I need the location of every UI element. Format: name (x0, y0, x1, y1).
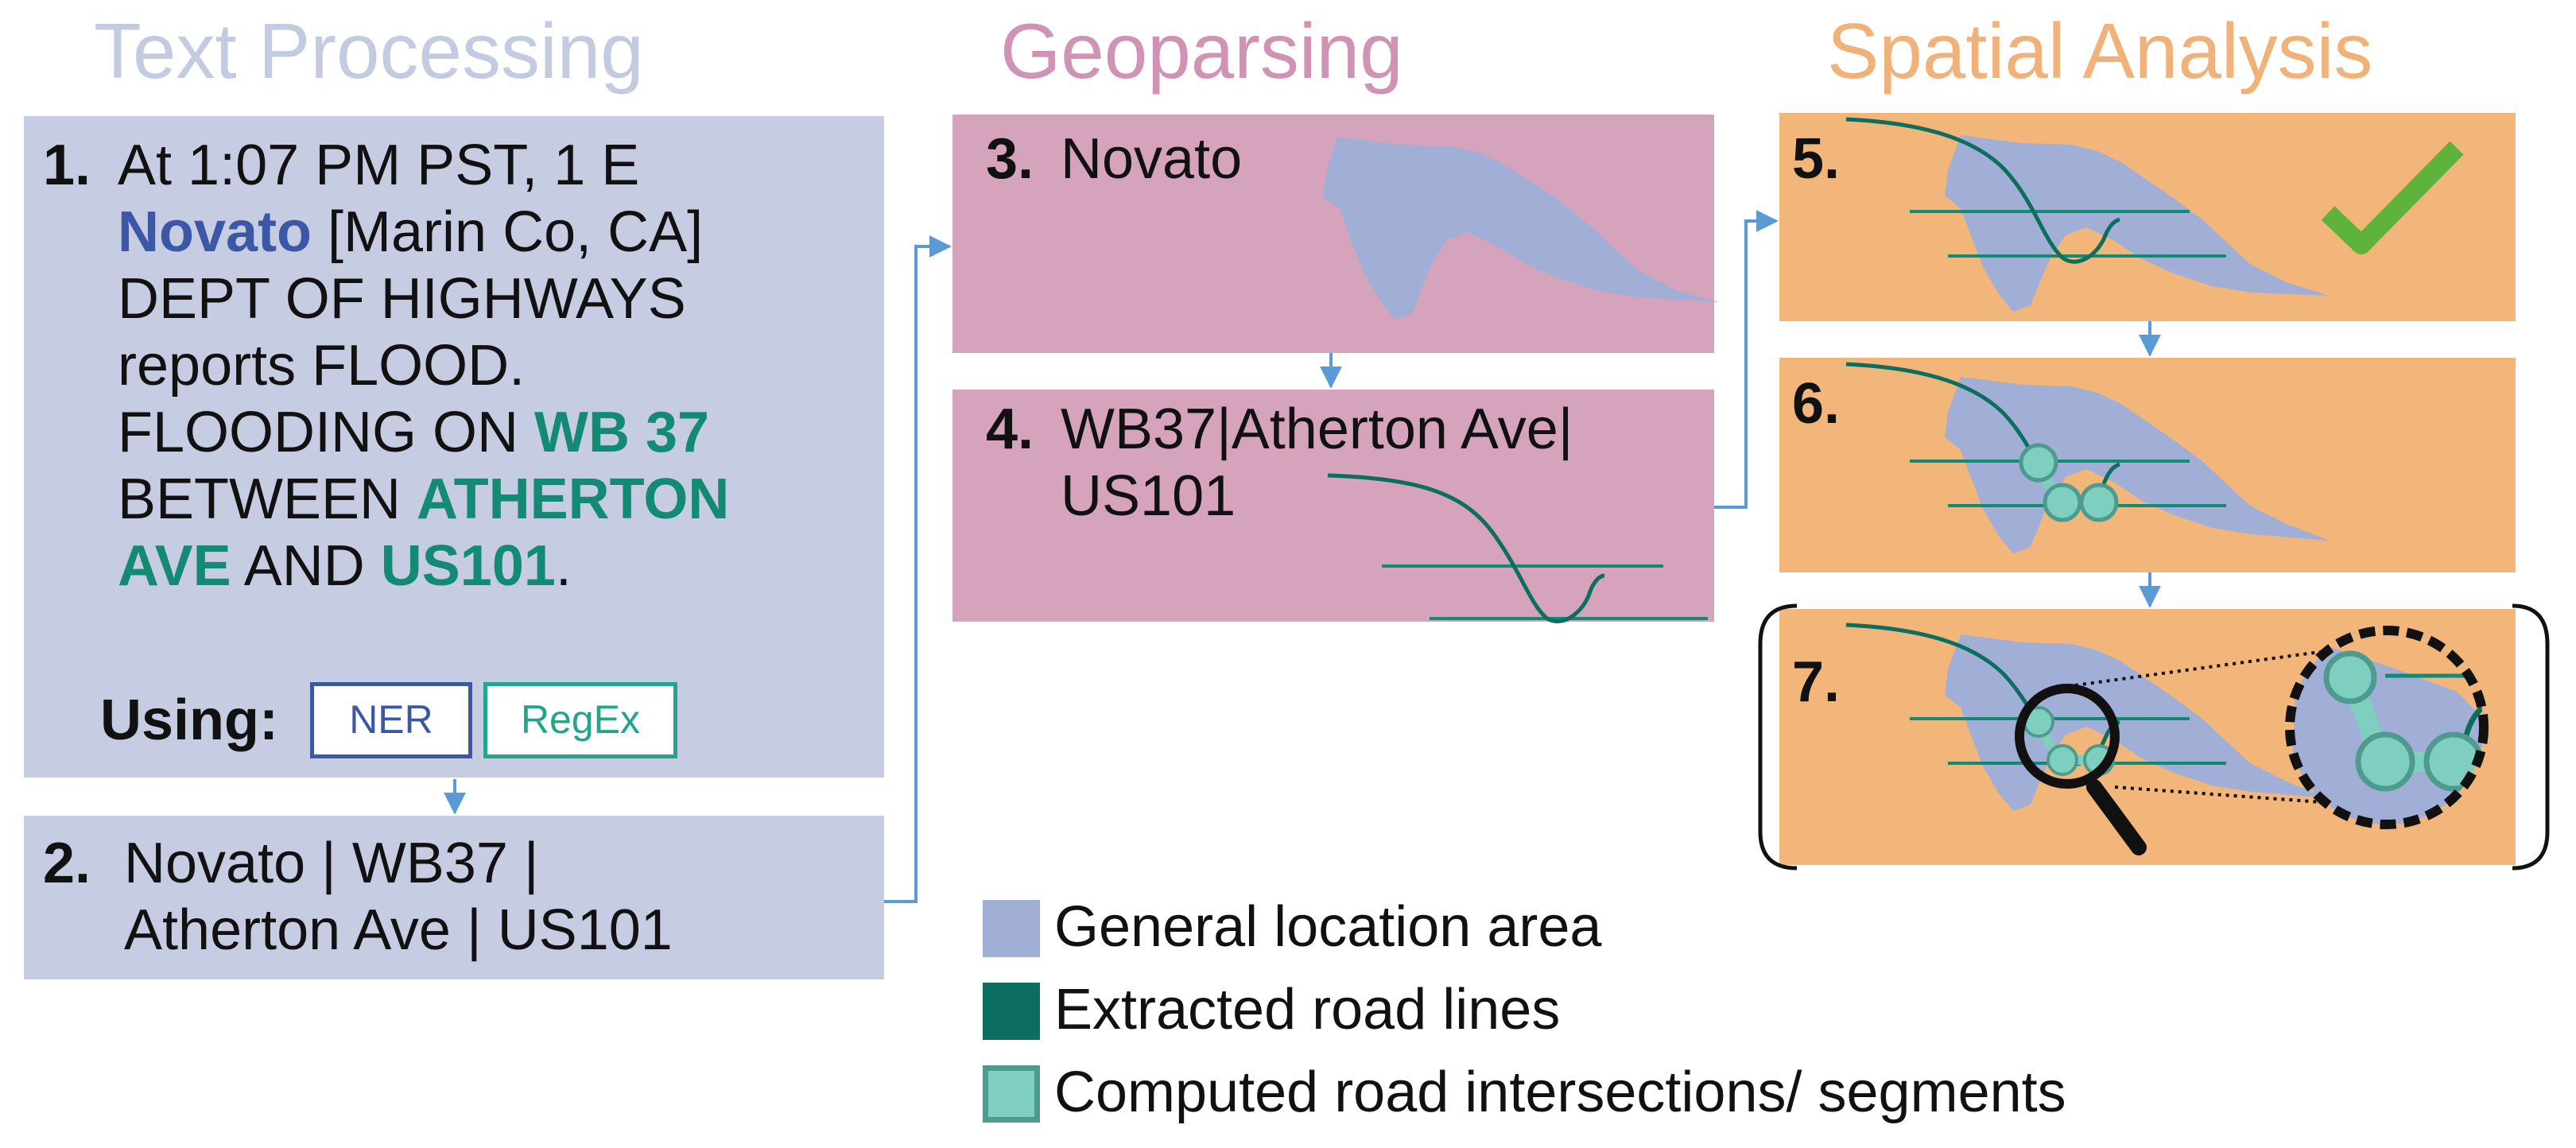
step-4-line-1: WB37|Atherton Ave| (1061, 398, 1573, 461)
legend-label-area: General location area (1054, 895, 1602, 959)
zoom-connector-top (2074, 650, 2321, 687)
step-1-raw-report-box: 1. At 1:07 PM PST, 1 E Novato [Marin Co,… (24, 116, 884, 778)
step-3-number: 3. (986, 127, 1034, 191)
legend-label-road: Extracted road lines (1054, 978, 1561, 1041)
intersection-swatch-icon (983, 1065, 1040, 1123)
report-line-1: At 1:07 PM PST, 1 E (118, 134, 640, 197)
zoom-inset (2285, 626, 2489, 829)
report-line-6-plain: BETWEEN (118, 467, 417, 531)
report-line-7-plain: AND (231, 534, 381, 598)
step-6-number: 6. (1792, 372, 1841, 436)
road-swatch-icon (983, 983, 1040, 1040)
ner-tag: NER (310, 682, 472, 758)
step-4-road-lines (1327, 473, 1708, 624)
step-2-number: 2. (43, 832, 91, 895)
step-4-line-2: US101 (1061, 464, 1236, 528)
ner-entity-novato: Novato (118, 200, 312, 264)
step-1-number: 1. (43, 134, 91, 197)
title-spatial-analysis: Spatial Analysis (1827, 7, 2373, 95)
step-4-geoparse-roads-box: 4. WB37|Atherton Ave| US101 (952, 390, 1714, 622)
arrow-4-to-5 (1714, 210, 1779, 509)
title-text-processing: Text Processing (94, 7, 644, 95)
arrow-2-to-3 (884, 235, 952, 903)
step-2-line-2: Atherton Ave | US101 (124, 898, 673, 962)
report-line-2-rest: [Marin Co, CA] (312, 200, 704, 264)
regex-tag: RegEx (483, 682, 677, 758)
report-line-7: AVE AND US101. (118, 533, 729, 599)
area-swatch-icon (983, 900, 1040, 957)
report-line-5-plain: FLOODING ON (118, 401, 535, 464)
regex-entity-us101: US101 (380, 534, 556, 598)
step-5-number: 5. (1792, 127, 1841, 191)
report-line-7-end: . (555, 534, 572, 598)
step-7-right-bracket (2512, 603, 2550, 871)
report-line-6: BETWEEN ATHERTON (118, 466, 729, 533)
novato-area-shape (1323, 137, 1719, 320)
step-2-line-1: Novato | WB37 | (124, 832, 539, 895)
report-line-4: reports FLOOD. (118, 334, 526, 398)
step-1-report-text: At 1:07 PM PST, 1 E Novato [Marin Co, CA… (118, 132, 729, 599)
report-line-5: FLOODING ON WB 37 (118, 399, 729, 466)
legend-label-intersection: Computed road intersections/ segments (1054, 1061, 2066, 1124)
step-7-left-bracket (1758, 603, 1798, 871)
using-label: Using: (100, 688, 278, 752)
regex-entity-atherton: ATHERTON (417, 467, 730, 531)
report-line-2: Novato [Marin Co, CA] (118, 199, 729, 266)
regex-entity-ave: AVE (118, 534, 231, 598)
report-line-3: DEPT OF HIGHWAYS (118, 267, 686, 331)
step-3-place-label: Novato (1061, 127, 1243, 191)
step-6-intersection-graphic (1845, 362, 2330, 553)
title-geoparsing: Geoparsing (1000, 7, 1403, 95)
step-5-overlay-graphic (1845, 117, 2330, 312)
step-4-number: 4. (986, 398, 1034, 461)
regex-entity-wb37: WB 37 (534, 401, 710, 464)
check-icon (2321, 141, 2464, 254)
step-7-number: 7. (1792, 650, 1841, 714)
magnifier-icon (2015, 684, 2147, 855)
step-2-extracted-entities-box: 2. Novato | WB37 | Atherton Ave | US101 (24, 816, 884, 979)
